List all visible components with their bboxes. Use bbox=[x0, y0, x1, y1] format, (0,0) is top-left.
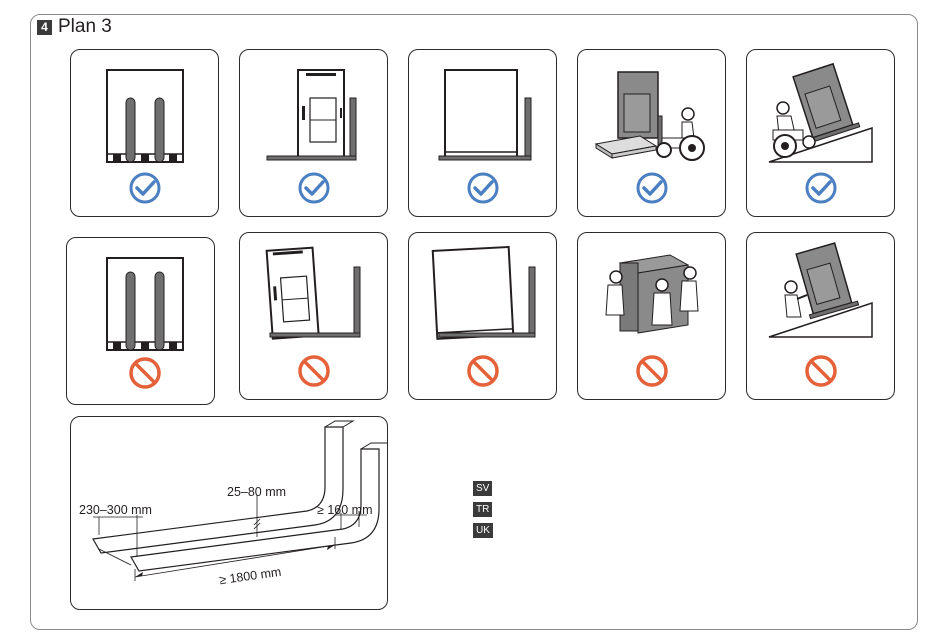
panel-wrong-1 bbox=[66, 237, 215, 405]
prohibited-icon bbox=[747, 233, 895, 400]
panel-correct-2 bbox=[239, 49, 388, 217]
check-circle-icon bbox=[578, 50, 726, 217]
tine-thickness-label: 25–80 mm bbox=[227, 485, 286, 499]
tine-spacing-label: 230–300 mm bbox=[79, 503, 152, 517]
panel-correct-3 bbox=[408, 49, 557, 217]
fork-dimensions-panel: 230–300 mm 25–80 mm ≥ 160 mm ≥ 1800 mm bbox=[70, 416, 388, 610]
check-circle-icon bbox=[240, 50, 388, 217]
prohibited-icon bbox=[240, 233, 388, 400]
language-tag-sv: SV bbox=[473, 481, 492, 496]
panel-correct-4 bbox=[577, 49, 726, 217]
language-tag-uk: UK bbox=[473, 523, 493, 538]
prohibited-icon bbox=[578, 233, 726, 400]
check-circle-icon bbox=[747, 50, 895, 217]
panel-wrong-4 bbox=[577, 232, 726, 400]
section-title: Plan 3 bbox=[58, 16, 112, 38]
language-tag-tr: TR bbox=[473, 502, 492, 517]
prohibited-icon bbox=[67, 238, 215, 405]
tine-width-label: ≥ 160 mm bbox=[317, 503, 373, 517]
prohibited-icon bbox=[409, 233, 557, 400]
check-circle-icon bbox=[409, 50, 557, 217]
section-header: 4 Plan 3 bbox=[37, 16, 112, 38]
check-circle-icon bbox=[71, 50, 219, 217]
panel-wrong-3 bbox=[408, 232, 557, 400]
panel-wrong-5 bbox=[746, 232, 895, 400]
step-number-badge: 4 bbox=[37, 20, 52, 35]
panel-correct-5 bbox=[746, 49, 895, 217]
language-tag-list: SV TR UK bbox=[473, 481, 493, 538]
panel-correct-1 bbox=[70, 49, 219, 217]
panel-wrong-2 bbox=[239, 232, 388, 400]
